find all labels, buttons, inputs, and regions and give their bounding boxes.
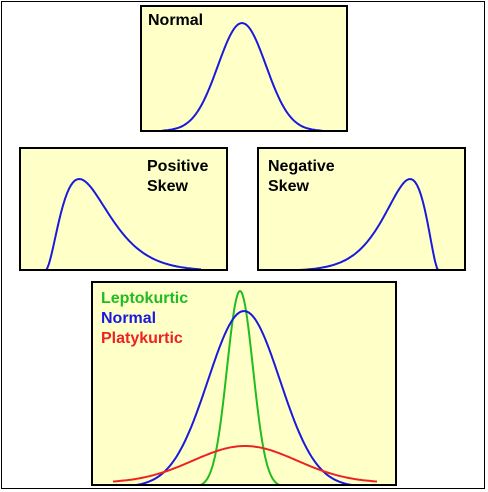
positive-skew-curve-svg xyxy=(45,177,202,269)
negative-skew-curve xyxy=(298,178,439,269)
platykurtic-curve xyxy=(112,445,378,483)
positive-skew-curve xyxy=(45,177,202,269)
legend-leptokurtic: Leptokurtic xyxy=(101,290,189,307)
kurtosis-panel: Leptokurtic Normal Platykurtic xyxy=(91,281,397,486)
positive-skew-label: Positive Skew xyxy=(147,158,209,195)
kurtosis-legend: Leptokurtic Normal Platykurtic xyxy=(101,289,188,349)
normal-panel: Normal xyxy=(140,5,348,132)
normal-curve-svg xyxy=(161,21,323,130)
negative-skew-curve-svg xyxy=(298,178,439,269)
negative-skew-panel: Negative Skew xyxy=(257,147,466,271)
normal-curve xyxy=(161,21,323,130)
kurtosis-curves-svg xyxy=(112,289,378,484)
positive-skew-panel: Positive Skew xyxy=(19,147,228,271)
normal-label: Normal xyxy=(148,12,204,29)
leptokurtic-curve xyxy=(200,289,280,484)
negative-skew-label: Negative Skew xyxy=(268,158,335,195)
legend-platykurtic: Platykurtic xyxy=(101,330,183,347)
legend-normal: Normal xyxy=(101,310,157,327)
